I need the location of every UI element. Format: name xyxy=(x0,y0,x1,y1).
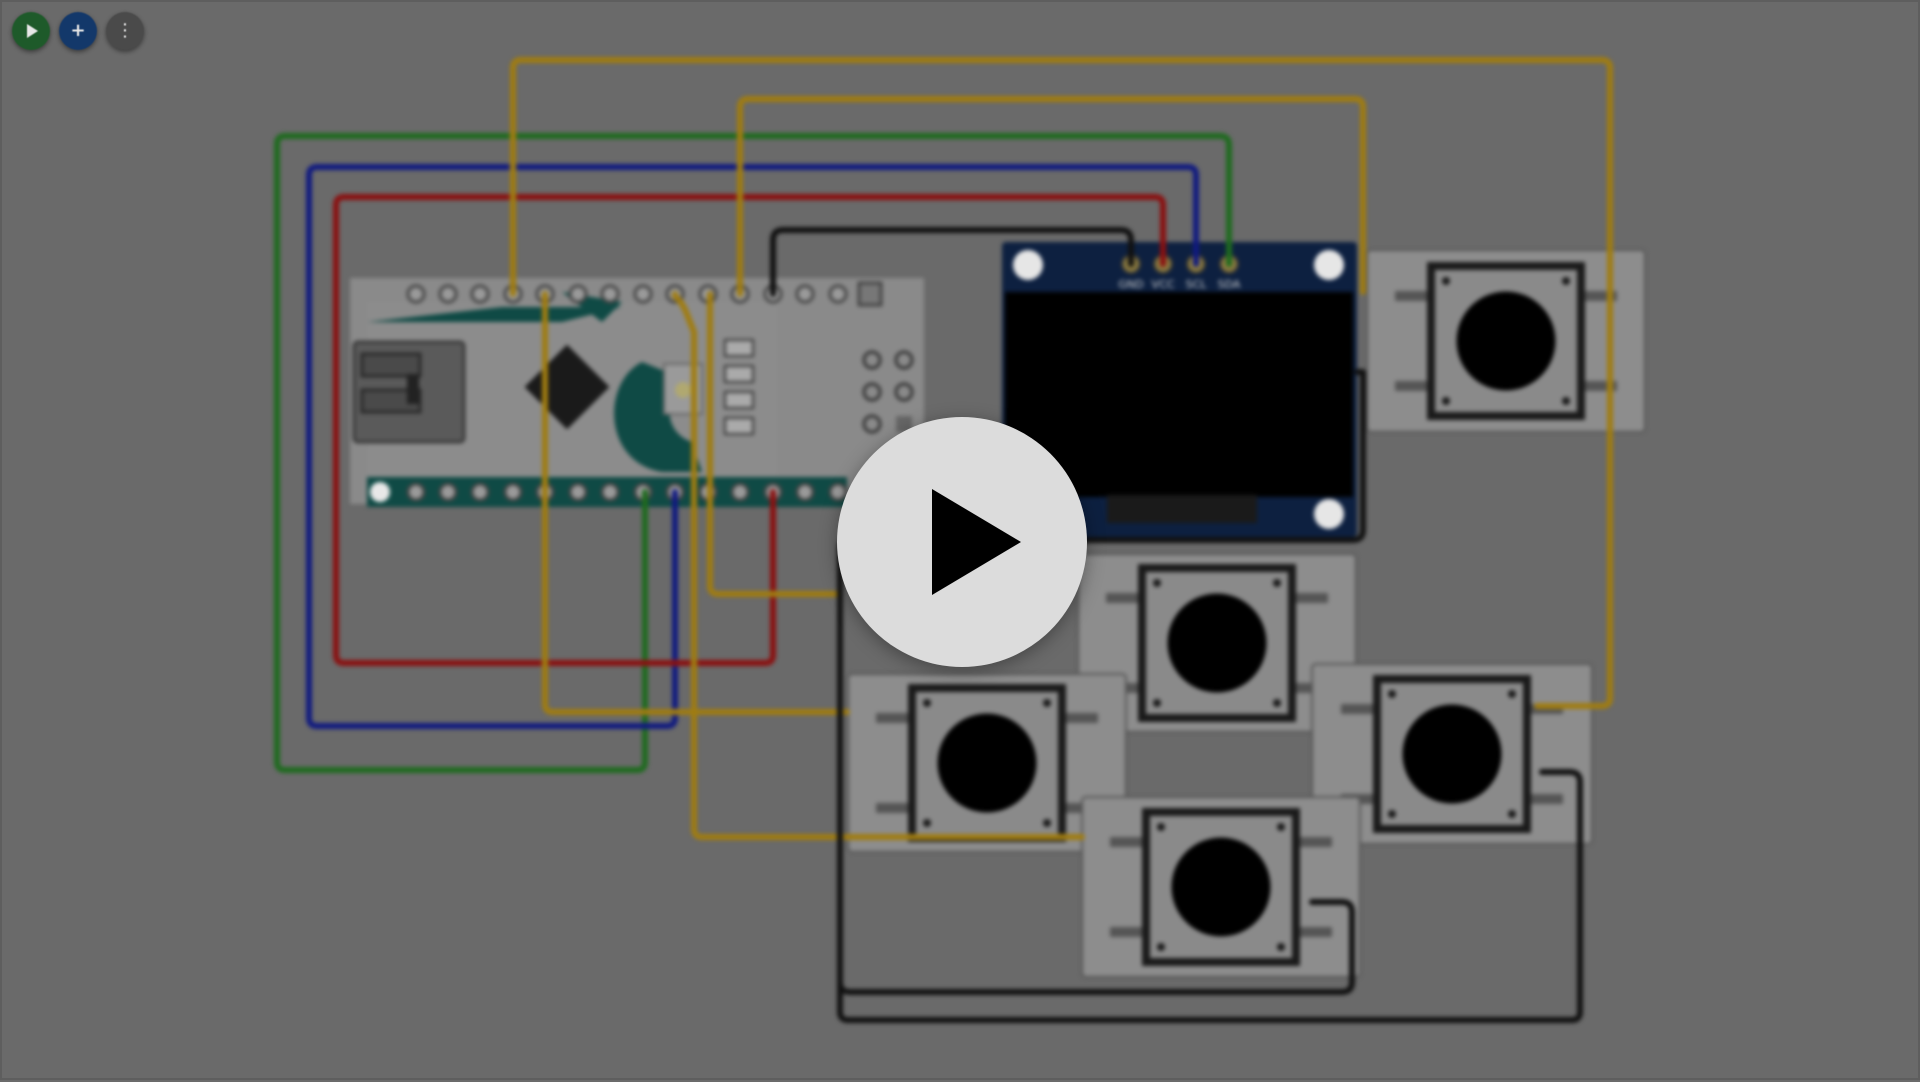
add-part-button[interactable]: + xyxy=(59,12,97,50)
vertical-dots-icon: ⋮ xyxy=(116,20,134,41)
wire-green xyxy=(274,133,1232,773)
wire-yellow-5 xyxy=(707,291,840,597)
oled-pin-label-vcc: VCC xyxy=(1152,278,1175,291)
oled-pin-label-scl: SCL xyxy=(1186,278,1208,291)
wire-blue xyxy=(306,164,1199,729)
wire-black-1 xyxy=(770,227,1134,297)
play-video-button[interactable] xyxy=(837,417,1087,667)
pushbutton[interactable] xyxy=(1366,249,1646,433)
wire-black-3 xyxy=(837,899,1355,995)
wire-yellow-3 xyxy=(542,291,850,715)
pushbutton[interactable] xyxy=(1081,796,1361,978)
wire-black-2 xyxy=(837,369,1583,1023)
pushbutton[interactable] xyxy=(1077,553,1357,733)
pushbutton[interactable] xyxy=(1311,663,1593,845)
wire-yellow-2 xyxy=(737,96,1366,297)
wire-yellow-4 xyxy=(672,291,1085,840)
pushbutton[interactable] xyxy=(847,673,1127,853)
pushbuttons xyxy=(847,249,1646,978)
wires xyxy=(274,57,1613,1023)
play-icon xyxy=(932,489,1021,595)
run-simulation-button[interactable] xyxy=(12,12,50,50)
play-icon xyxy=(27,24,38,38)
oled-pin-label-gnd: GND xyxy=(1118,278,1143,291)
plus-icon: + xyxy=(70,20,86,41)
more-options-button[interactable]: ⋮ xyxy=(106,12,144,50)
wire-yellow-1 xyxy=(510,57,1613,709)
oled-pin-label-sda: SDA xyxy=(1218,278,1241,291)
wire-red xyxy=(333,194,1166,666)
oled-display-module[interactable]: GND VCC SCL SDA xyxy=(1002,242,1357,537)
